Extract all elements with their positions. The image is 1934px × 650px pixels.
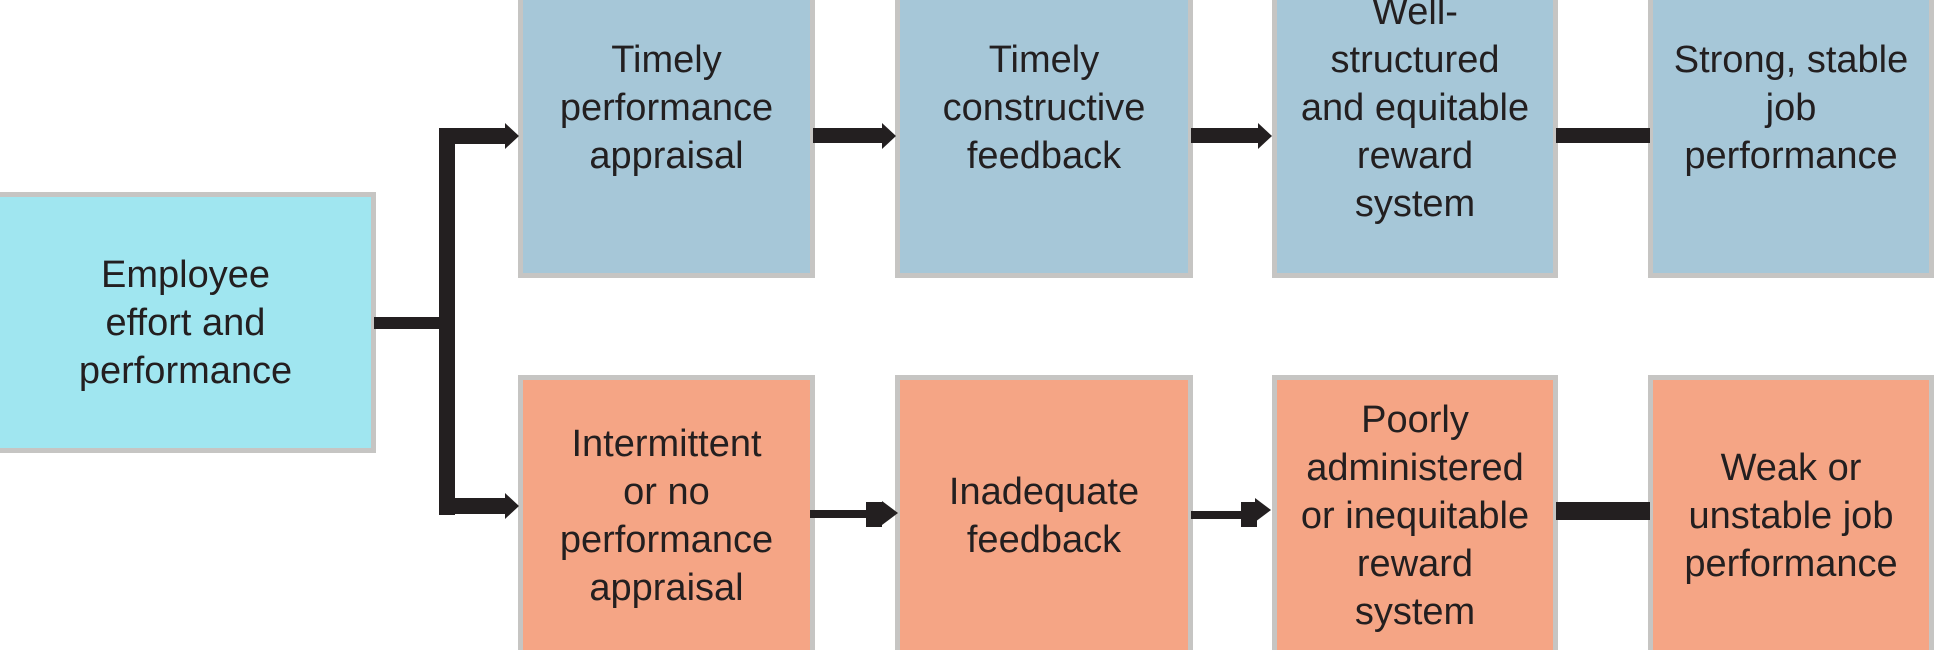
- arrowhead-branch-top: [505, 123, 519, 149]
- connector-top-2-3: [1191, 128, 1261, 143]
- connector-trunk: [439, 128, 455, 515]
- box-weak-unstable-job-performance: Weak or unstable job performance: [1648, 375, 1934, 650]
- box-timely-constructive-feedback: Timely constructive feedback: [895, 0, 1193, 278]
- box-employee-effort-performance: Employee effort and performance: [0, 192, 376, 453]
- connector-bottom-1-2: [810, 510, 872, 518]
- arrowhead-bottom-2-3: [1255, 498, 1271, 522]
- connector-bottom-2-3: [1191, 511, 1247, 519]
- box-intermittent-no-appraisal: Intermittent or no performance appraisal: [518, 375, 815, 650]
- arrowhead-top-1-2: [882, 123, 896, 149]
- connector-bottom-2-3-jog: [1241, 502, 1257, 527]
- connector-top-1-2: [813, 128, 885, 143]
- box-timely-performance-appraisal: Timely performance appraisal: [518, 0, 815, 278]
- arrowhead-branch-bottom: [505, 493, 519, 519]
- connector-branch-top: [439, 128, 509, 144]
- box-inadequate-feedback: Inadequate feedback: [895, 375, 1193, 650]
- connector-top-3-4: [1556, 128, 1650, 143]
- box-well-structured-reward-system: Well- structured and equitable reward sy…: [1272, 0, 1558, 278]
- connector-branch-bottom: [439, 498, 509, 514]
- connector-start-stub: [374, 317, 455, 329]
- connector-bottom-1-2-jog: [866, 502, 882, 527]
- connector-bottom-3-4: [1556, 502, 1650, 520]
- arrowhead-bottom-1-2: [882, 501, 898, 525]
- arrowhead-top-2-3: [1258, 123, 1272, 149]
- box-strong-stable-job-performance: Strong, stable job performance: [1648, 0, 1934, 278]
- box-poorly-administered-reward-system: Poorly administered or inequitable rewar…: [1272, 375, 1558, 650]
